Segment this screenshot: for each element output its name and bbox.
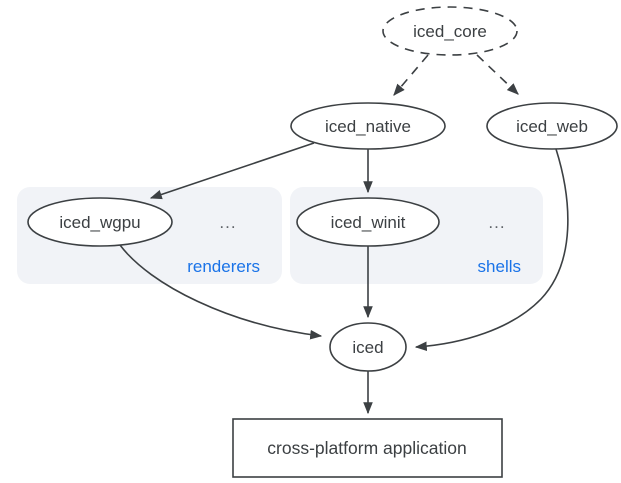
- node-iced-web: iced_web: [486, 102, 618, 150]
- iced-web-label: iced_web: [516, 117, 588, 136]
- node-iced: iced: [329, 322, 407, 372]
- iced-winit-ellipse: [296, 197, 440, 247]
- iced-web-ellipse: [486, 102, 618, 150]
- edge-iced-web-to-iced: [414, 148, 569, 352]
- application-rect: [232, 418, 503, 478]
- edge-iced-core-to-iced-web: [476, 54, 519, 95]
- node-iced-core: iced_core: [382, 6, 518, 56]
- iced-wgpu-ellipse: [27, 197, 173, 247]
- iced-ellipse: [329, 322, 407, 372]
- edge-iced-core-to-iced-native: [393, 54, 429, 96]
- node-iced-wgpu: iced_wgpu: [27, 197, 173, 247]
- iced-winit-label: iced_winit: [331, 213, 406, 232]
- iced-wgpu-label: iced_wgpu: [59, 213, 140, 232]
- renderers-ellipsis: ...: [219, 213, 236, 232]
- node-application: cross-platform application: [232, 418, 503, 478]
- edge-iced-native-to-iced-wgpu: [149, 142, 315, 200]
- iced-native-label: iced_native: [325, 117, 411, 136]
- iced-core-ellipse: [382, 6, 518, 56]
- shells-group-label: shells: [478, 257, 521, 276]
- shells-ellipsis: ...: [488, 213, 505, 232]
- application-label: cross-platform application: [267, 438, 466, 458]
- node-iced-native: iced_native: [290, 102, 446, 150]
- iced-native-ellipse: [290, 102, 446, 150]
- renderers-group-label: renderers: [187, 257, 260, 276]
- node-iced-winit: iced_winit: [296, 197, 440, 247]
- iced-core-label: iced_core: [413, 22, 487, 41]
- iced-label: iced: [352, 338, 383, 357]
- edge-iced-wgpu-to-iced: [119, 244, 323, 340]
